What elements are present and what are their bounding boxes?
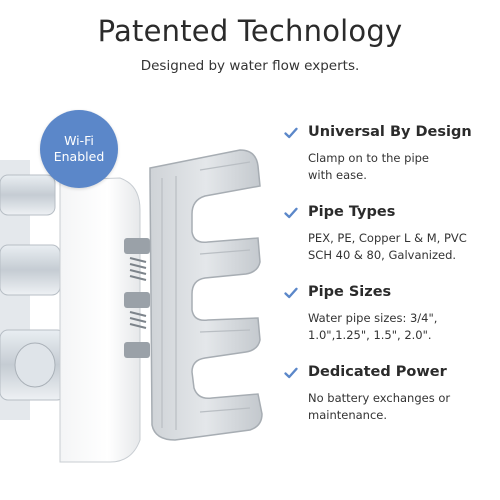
feature-desc-line: 1.0",1.25", 1.5", 2.0".	[308, 328, 432, 342]
feature-title: Universal By Design	[308, 124, 472, 140]
product-image	[0, 149, 263, 463]
page-subtitle: Designed by water flow experts.	[140, 58, 360, 74]
feature-description: PEX, PE, Copper L & M, PVC SCH 40 & 80, …	[308, 230, 494, 264]
feature-desc-line: No battery exchanges or	[308, 391, 451, 405]
feature-title: Pipe Types	[308, 204, 396, 220]
feature-item: Dedicated Power No battery exchanges or …	[284, 364, 494, 444]
feature-title: Pipe Sizes	[308, 284, 392, 300]
check-icon	[284, 207, 298, 219]
check-icon	[284, 367, 298, 379]
feature-item: Pipe Sizes Water pipe sizes: 3/4", 1.0",…	[284, 284, 494, 364]
wifi-badge-line2: Enabled	[53, 149, 105, 164]
feature-desc-line: with ease.	[308, 168, 367, 182]
feature-desc-line: Clamp on to the pipe	[308, 151, 430, 165]
feature-desc-line: SCH 40 & 80, Galvanized.	[308, 248, 457, 262]
check-icon	[284, 287, 298, 299]
feature-description: No battery exchanges or maintenance.	[308, 390, 494, 424]
feature-title: Dedicated Power	[308, 364, 447, 380]
wifi-badge-line1: Wi-Fi	[64, 133, 94, 148]
page-title: Patented Technology	[97, 14, 403, 48]
feature-list: Universal By Design Clamp on to the pipe…	[284, 124, 494, 444]
wifi-badge: Wi-Fi Enabled	[40, 110, 118, 188]
feature-desc-line: Water pipe sizes: 3/4",	[308, 311, 438, 325]
check-icon	[284, 127, 298, 139]
feature-description: Water pipe sizes: 3/4", 1.0",1.25", 1.5"…	[308, 310, 494, 344]
feature-item: Pipe Types PEX, PE, Copper L & M, PVC SC…	[284, 204, 494, 284]
feature-description: Clamp on to the pipe with ease.	[308, 150, 494, 184]
feature-desc-line: maintenance.	[308, 408, 387, 422]
feature-item: Universal By Design Clamp on to the pipe…	[284, 124, 494, 204]
feature-desc-line: PEX, PE, Copper L & M, PVC	[308, 231, 467, 245]
